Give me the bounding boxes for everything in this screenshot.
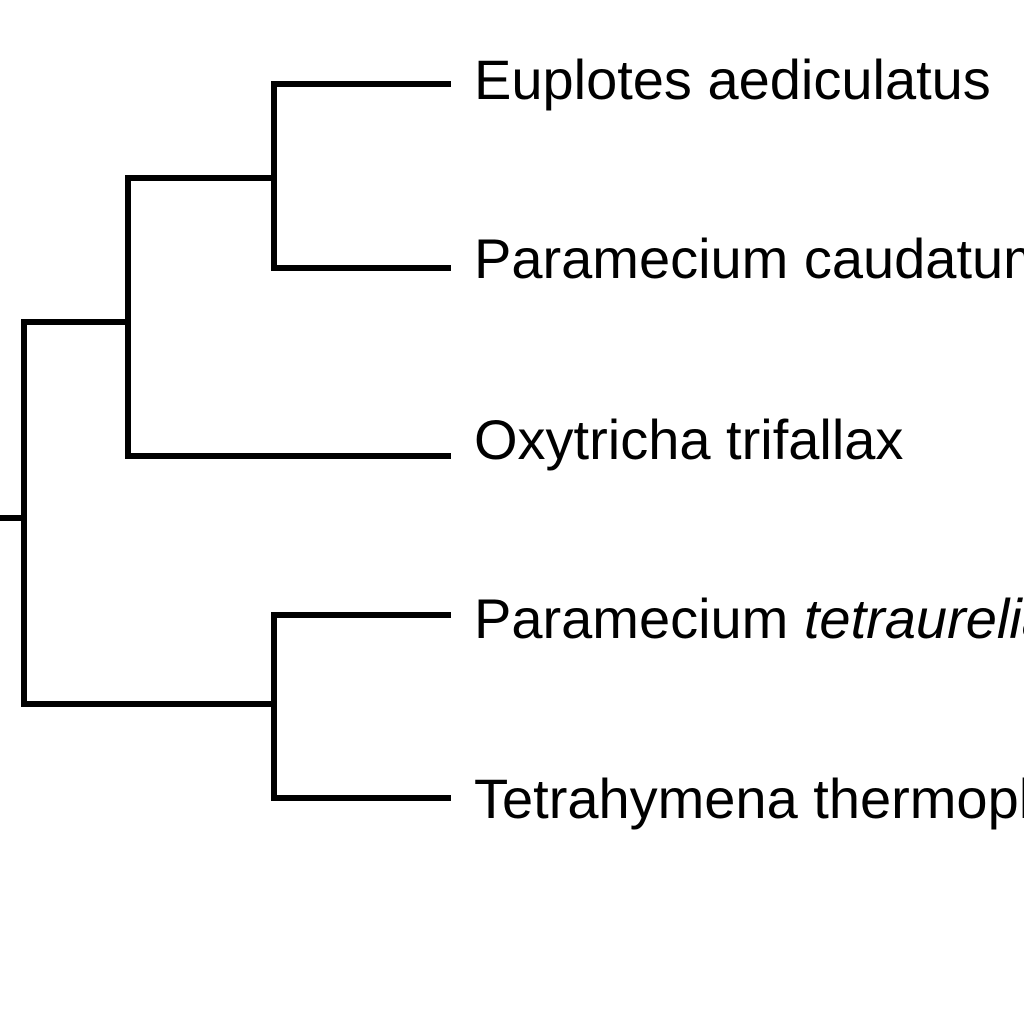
leaf-label-p-tetraurelia: Paramecium tetraurelia bbox=[474, 591, 1024, 647]
leaf-label-oxytricha: Oxytricha trifallax bbox=[474, 412, 903, 468]
leaf-label-p-caudatum: Paramecium caudatum bbox=[474, 231, 1024, 287]
leaf-label-euplotes: Euplotes aediculatus bbox=[474, 52, 991, 108]
leaf-label-part: Tetrahymena thermophila bbox=[474, 767, 1024, 830]
leaf-label-part: Oxytricha trifallax bbox=[474, 408, 904, 471]
leaf-label-part: Paramecium caudatum bbox=[474, 227, 1024, 290]
leaf-label-tetrahymena: Tetrahymena thermophila bbox=[474, 771, 1024, 827]
leaf-label-part: Paramecium bbox=[474, 587, 804, 650]
leaf-label-part-italic: tetraurelia bbox=[803, 587, 1024, 650]
leaf-label-part: Euplotes aediculatus bbox=[474, 48, 991, 111]
